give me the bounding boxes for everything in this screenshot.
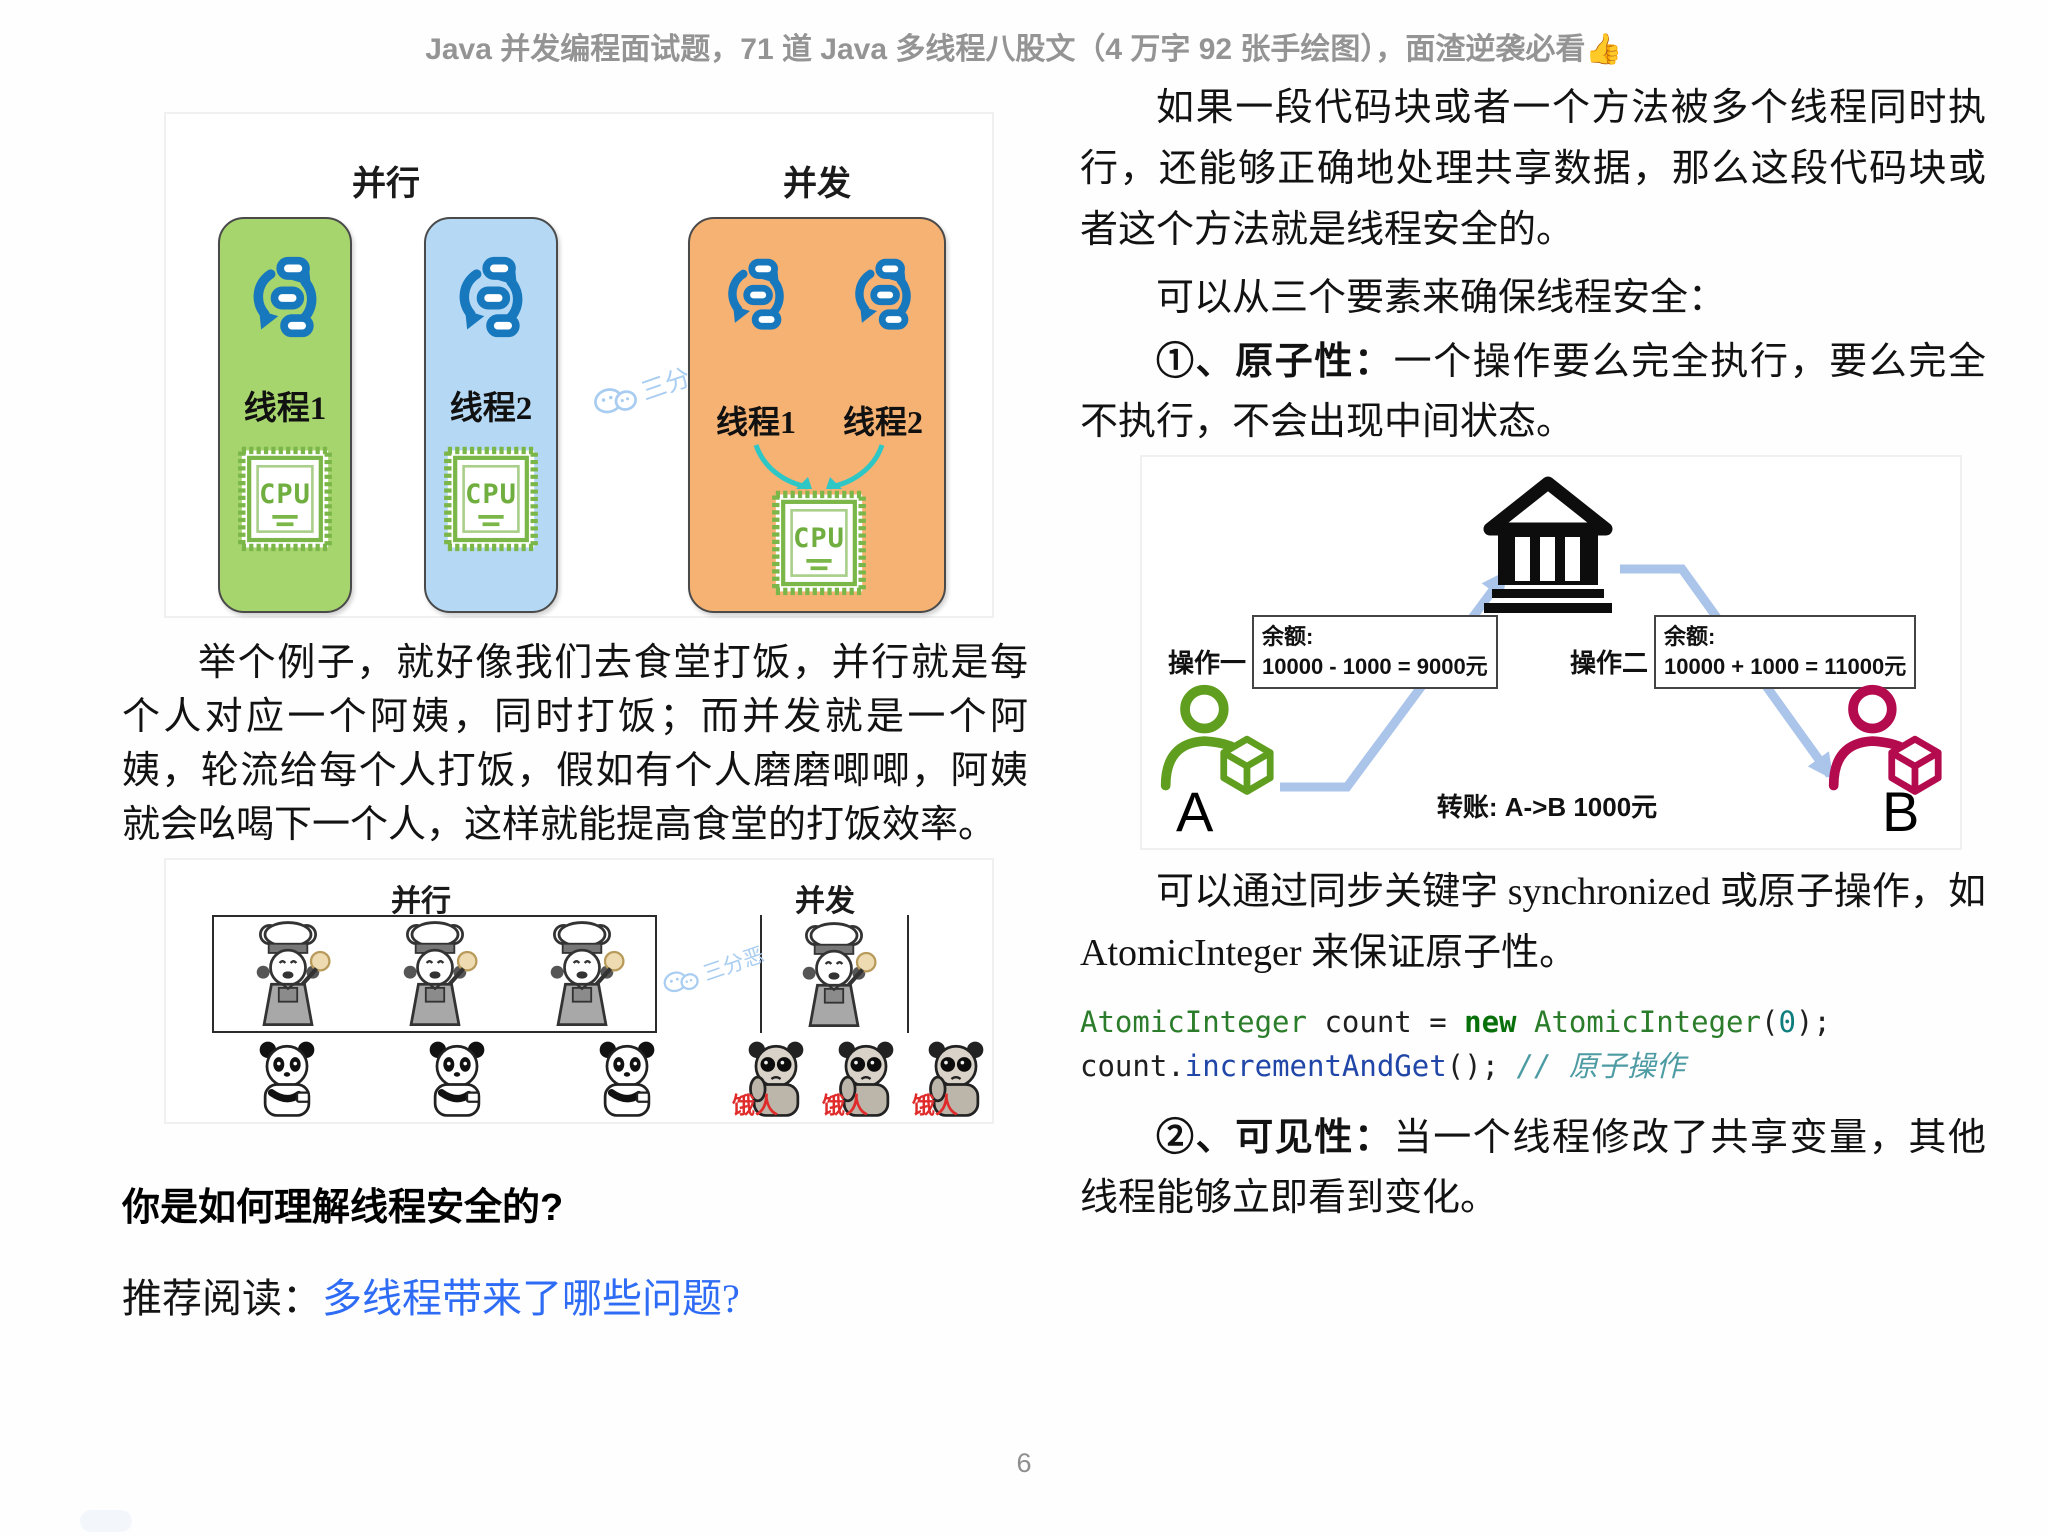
balance-box-1: 余额: 10000 - 1000 = 9000元 — [1252, 615, 1498, 689]
canteen-meme-figure: 并行 并发 饿人 饿人 饿人 三分恶 — [164, 858, 994, 1124]
watermark-text: 三分恶 — [700, 943, 768, 986]
bank-icon — [1478, 475, 1618, 615]
panda-figure — [245, 1038, 329, 1120]
chef-figure — [536, 919, 628, 1031]
cpu-chip: CPU — [765, 485, 873, 603]
thread2-label: 线程2 — [449, 391, 533, 427]
code-token: AtomicInteger — [1533, 1005, 1761, 1039]
code-token: new — [1464, 1005, 1517, 1039]
recommend-prefix: 推荐阅读： — [122, 1276, 322, 1321]
thread-icon — [242, 255, 328, 341]
person-b-label: B — [1882, 780, 1920, 843]
thread-icon — [448, 255, 534, 341]
code-token: count = — [1306, 1005, 1465, 1039]
question-heading: 你是如何理解线程安全的? — [122, 1187, 564, 1229]
thread-safety-intro: 如果一段代码块或者一个方法被多个线程同时执行，还能够正确地处理共享数据，那么这段… — [1080, 87, 1986, 251]
parallel-chefs-frame — [212, 915, 657, 1033]
code-token: incrementAndGet — [1184, 1049, 1447, 1083]
visibility-term: ②、可见性： — [1156, 1117, 1394, 1159]
cpu-label: CPU — [259, 479, 311, 510]
hungry-label: 饿人 — [732, 1092, 778, 1118]
balance-expr: 10000 + 1000 = 11000元 — [1664, 654, 1907, 679]
code-token: 0 — [1778, 1005, 1796, 1039]
chef-figure — [389, 919, 481, 1031]
person-a-label: A — [1176, 780, 1214, 843]
cpu-chip: CPU — [231, 441, 339, 559]
atomicity-desc: 一个操作要么完全执行，要么完全不执行，不会出现中间状态。 — [1080, 341, 1986, 443]
operation2-label: 操作二 — [1570, 648, 1649, 678]
code-token: (); — [1446, 1049, 1500, 1083]
divider-line — [907, 915, 909, 1033]
point-visibility: ②、可见性：当一个线程修改了共享变量，其他线程能够立即看到变化。 — [1080, 1108, 1986, 1228]
thread-icon — [845, 257, 921, 333]
code-token: count. — [1080, 1049, 1185, 1083]
hungry-label: 饿人 — [822, 1092, 868, 1118]
atomicity-term: ①、原子性： — [1156, 341, 1394, 383]
code-comment: // 原子操作 — [1516, 1049, 1685, 1083]
converge-arrows-icon — [753, 444, 885, 490]
three-elements-line: 可以从三个要素来确保线程安全： — [1156, 277, 1727, 319]
concurrent-title: 并发 — [795, 885, 855, 918]
point-atomicity: ①、原子性：一个操作要么完全执行，要么完全不执行，不会出现中间状态。 — [1080, 332, 1986, 452]
corner-pill — [80, 1510, 132, 1532]
code-token: ); — [1795, 1005, 1831, 1039]
parallel-title: 并行 — [391, 885, 451, 918]
operation1-label: 操作一 — [1168, 648, 1247, 678]
cpu-diagram-figure: 并行 并发 线程1 CPU 线程2 CPU 三分恶 线程1 — [164, 112, 994, 618]
cpu-label: CPU — [793, 523, 845, 554]
code-block: AtomicInteger count = new AtomicInteger(… — [1080, 1000, 1831, 1088]
page-title: Java 并发编程面试题，71 道 Java 多线程八股文（4 万字 92 张手… — [425, 33, 1623, 66]
chef-figure — [242, 919, 334, 1031]
parallel-title: 并行 — [352, 166, 420, 203]
code-token: ( — [1760, 1005, 1779, 1039]
panda-figure — [415, 1038, 499, 1120]
cpu-label: CPU — [465, 479, 517, 510]
thread1-label: 线程1 — [243, 391, 327, 427]
transfer-diagram-figure: 操作一 余额: 10000 - 1000 = 9000元 操作二 余额: 100… — [1140, 455, 1962, 850]
code-token — [1499, 1049, 1516, 1083]
thread2-box: 线程2 CPU — [424, 217, 558, 613]
recommend-link[interactable]: 多线程带来了哪些问题? — [322, 1276, 740, 1321]
concurrent-box: 线程1 线程2 CPU — [688, 217, 946, 613]
thread1-box: 线程1 CPU — [218, 217, 352, 613]
thread2-label: 线程2 — [842, 404, 923, 440]
sync-paragraph: 可以通过同步关键字 synchronized 或原子操作，如 AtomicInt… — [1080, 871, 1986, 974]
recommend-line: 推荐阅读：多线程带来了哪些问题? — [122, 1266, 740, 1324]
divider-line — [760, 915, 762, 1033]
transfer-note: 转账: A->B 1000元 — [1436, 792, 1658, 822]
code-token: AtomicInteger — [1080, 1005, 1307, 1039]
balance-title: 余额: — [1262, 624, 1314, 649]
panda-figure — [585, 1038, 669, 1120]
balance-box-2: 余额: 10000 + 1000 = 11000元 — [1654, 615, 1917, 689]
balance-title: 余额: — [1664, 624, 1716, 649]
person-a-icon — [1156, 683, 1276, 803]
balance-expr: 10000 - 1000 = 9000元 — [1262, 654, 1488, 679]
watermark: 三分恶 — [659, 939, 768, 1002]
wechat-icon — [659, 963, 702, 1000]
code-token — [1517, 1005, 1534, 1039]
visibility-desc: 当一个线程修改了共享变量，其他线程能够立即看到变化。 — [1080, 1117, 1986, 1219]
thread1-label: 线程1 — [715, 404, 796, 440]
chef-figure — [788, 920, 880, 1032]
thread-icon — [718, 257, 794, 333]
canteen-paragraph: 举个例子，就好像我们去食堂打饭，并行就是每个人对应一个阿姨，同时打饭；而并发就是… — [122, 642, 1028, 846]
hungry-label: 饿人 — [912, 1092, 958, 1118]
cpu-chip: CPU — [437, 441, 545, 559]
page-number: 6 — [1016, 1448, 1032, 1478]
wechat-icon — [589, 377, 641, 423]
concurrent-title: 并发 — [783, 166, 851, 203]
